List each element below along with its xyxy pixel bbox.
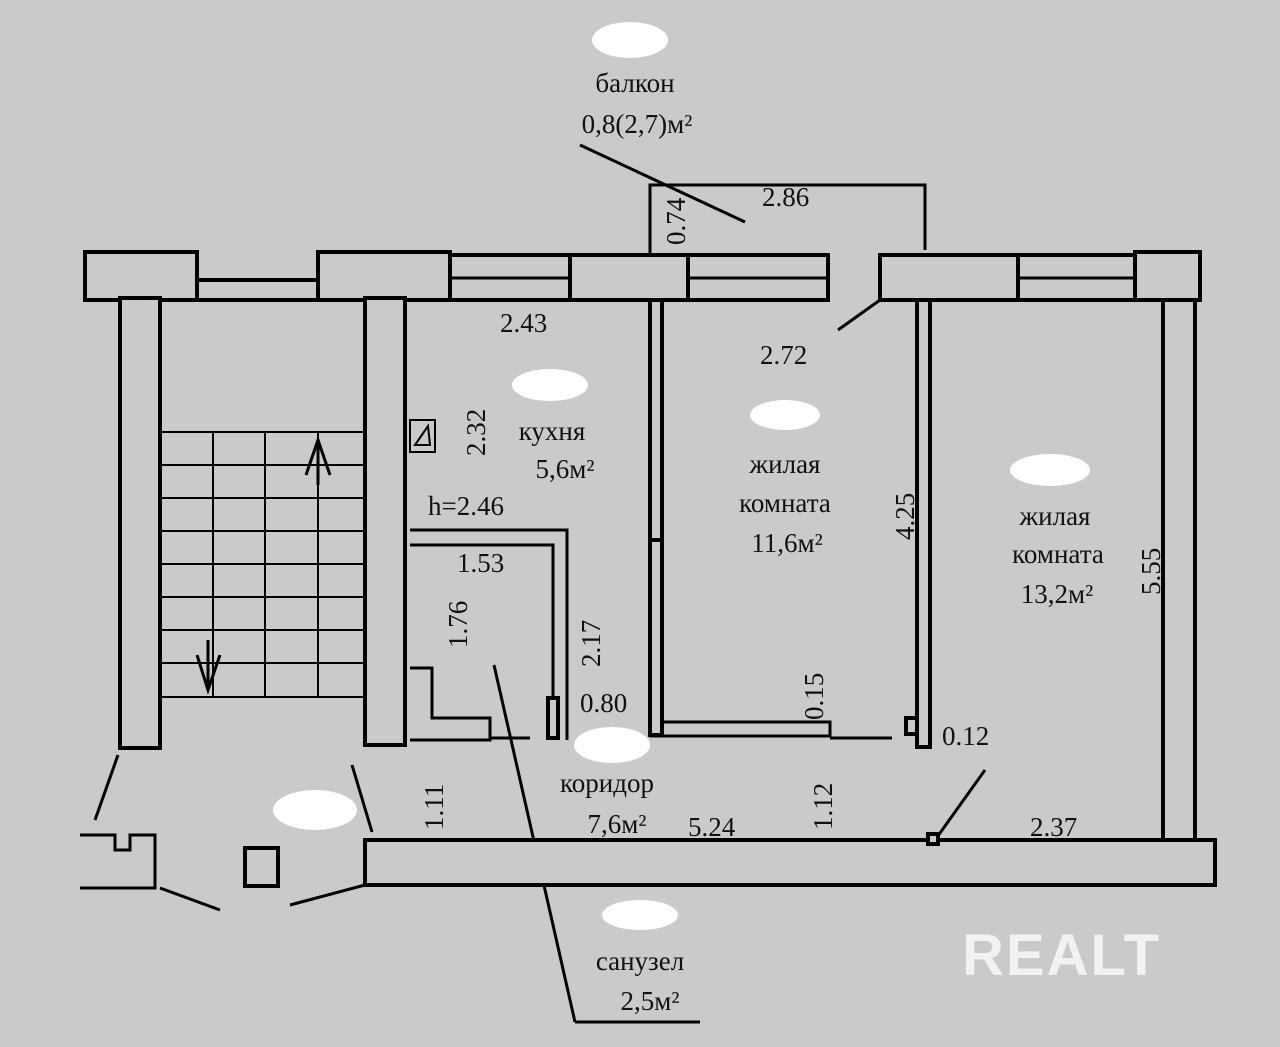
stair-wall-right — [363, 296, 407, 747]
bathroom-name: санузел — [596, 946, 684, 976]
balcony-outline — [579, 143, 927, 255]
dim-corridor-length: 5.24 — [688, 812, 736, 842]
dim-room2-width: 2.37 — [1030, 812, 1077, 842]
exterior-wall-top — [83, 250, 1202, 302]
kitchen-area: 5,6м² — [536, 454, 595, 484]
bathroom-walls — [410, 528, 569, 742]
exterior-wall-right — [1161, 298, 1197, 842]
stair-arrow-down-icon — [195, 640, 222, 695]
dim-bath-depth: 1.76 — [443, 601, 473, 648]
dim-corridor-depth-2: 1.12 — [808, 783, 838, 830]
entry-area — [80, 754, 987, 912]
dim-balcony-depth: 0.74 — [661, 197, 691, 245]
dim-door-width: 0.80 — [580, 688, 627, 718]
room1-name-line1: жилая — [749, 449, 821, 479]
dim-room2-depth: 5.55 — [1136, 548, 1166, 595]
room2-name-line2: комната — [1012, 539, 1104, 569]
realt-watermark: REALT — [962, 923, 1161, 988]
balcony-area: 0,8(2,7)м² — [582, 109, 693, 139]
balcony-name: балкон — [595, 68, 674, 98]
dim-kitchen-width: 2.43 — [500, 308, 547, 338]
dim-kitchen-depth: 2.32 — [461, 409, 491, 456]
dim-room1-width: 2.72 — [760, 340, 807, 370]
dim-wall: 0.12 — [942, 721, 989, 751]
gas-stove-icon — [409, 419, 436, 453]
dim-room1-depth: 4.25 — [890, 493, 920, 540]
ceiling-height: h=2.46 — [428, 491, 504, 521]
corridor-name: коридор — [560, 768, 654, 798]
stair-wall-left — [118, 296, 162, 750]
partition-lower — [648, 538, 664, 737]
partition-kitchen-room — [648, 298, 664, 542]
stair-arrow-up-icon — [304, 435, 332, 485]
dim-bath-width: 1.53 — [457, 548, 504, 578]
kitchen-name: кухня — [519, 416, 586, 446]
staircase — [160, 431, 365, 698]
corridor-area: 7,6м² — [588, 809, 647, 839]
dim-step: 0.15 — [799, 673, 829, 720]
partition-rooms — [915, 298, 932, 749]
redaction-marks — [273, 22, 1090, 930]
dim-corridor-depth: 1.11 — [419, 784, 449, 830]
room2-name-line1: жилая — [1019, 501, 1091, 531]
room1-name-line2: комната — [739, 488, 831, 518]
dim-balcony-width: 2.86 — [762, 182, 809, 212]
room2-area: 13,2м² — [1021, 579, 1093, 609]
door-stop — [904, 716, 919, 736]
room1-area: 11,6м² — [751, 528, 822, 558]
dim-bath-outer: 2.17 — [576, 620, 606, 667]
bathroom-area: 2,5м² — [621, 986, 680, 1016]
exterior-wall-bottom — [363, 838, 1217, 887]
